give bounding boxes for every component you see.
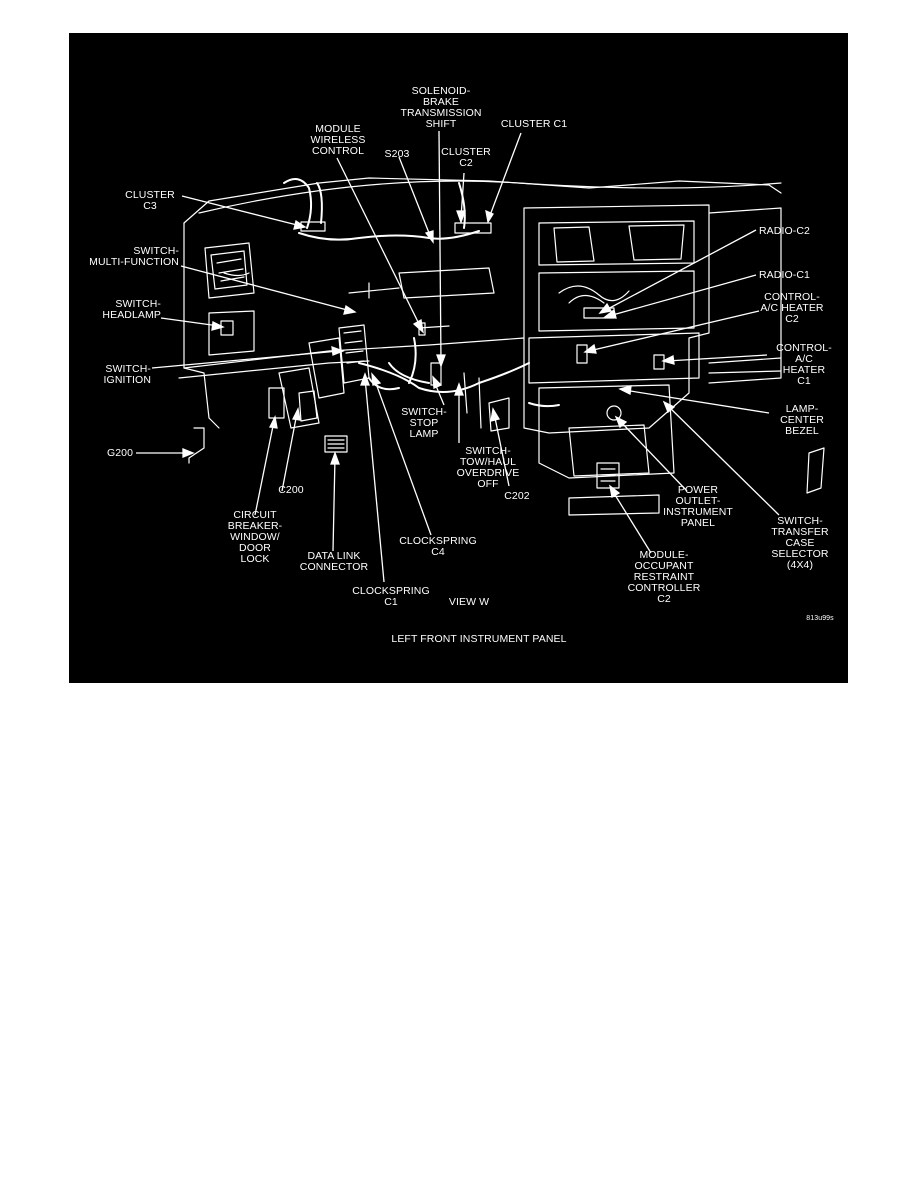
label-lamp-center-bezel: LAMP- CENTER BEZEL (780, 403, 824, 437)
label-c200: C200 (278, 484, 304, 496)
label-s203: S203 (384, 148, 410, 160)
left-vent-inner (210, 250, 248, 290)
center-stack-outline (523, 204, 710, 434)
label-cluster-c1: CLUSTER C1 (500, 118, 568, 130)
wire-harness-upper (298, 230, 480, 241)
label-switch-tow-haul-overdrive-off: SWITCH- TOW/HAUL OVERDRIVE OFF (456, 445, 520, 490)
label-switch-stop-lamp: SWITCH- STOP LAMP (401, 406, 447, 440)
leader-lines (136, 130, 780, 583)
label-g200: G200 (106, 447, 134, 459)
label-cluster-c3: CLUSTER C3 (125, 189, 175, 212)
label-radio-c1: RADIO-C1 (759, 269, 810, 281)
figure-code: 813u99s (806, 615, 834, 622)
instrument-panel-drawing (136, 130, 825, 583)
dash-upper-edge (198, 180, 782, 214)
label-solenoid-brake-transmission-shift: SOLENOID- BRAKE TRANSMISSION SHIFT (400, 85, 482, 130)
g200-bracket (188, 427, 205, 464)
label-switch-multi-function: SWITCH- MULTI-FUNCTION (89, 245, 179, 268)
label-switch-transfer-case-selector: SWITCH- TRANSFER CASE SELECTOR (4X4) (771, 515, 829, 571)
transfer-case-switch-shape (806, 447, 825, 494)
headlamp-switch-bezel (208, 310, 255, 356)
label-switch-ignition: SWITCH- IGNITION (103, 363, 151, 386)
left-end-panel (183, 222, 220, 429)
radio-lower (538, 270, 695, 332)
label-circuit-breaker-window-door-lock: CIRCUIT BREAKER- WINDOW/ DOOR LOCK (227, 509, 283, 565)
label-clockspring-c1: CLOCKSPRING C1 (352, 585, 430, 608)
label-control-ac-heater-c2: CONTROL- A/C HEATER C2 (760, 291, 824, 325)
label-module-wireless-control: MODULE WIRELESS CONTROL (310, 123, 366, 157)
label-power-outlet-instrument-panel: POWER OUTLET- INSTRUMENT PANEL (663, 484, 733, 529)
power-outlet-shape (606, 405, 622, 421)
figure-caption: LEFT FRONT INSTRUMENT PANEL (391, 633, 567, 645)
ac-heater-panel (528, 332, 700, 384)
label-c202: C202 (504, 490, 530, 502)
label-data-link-connector: DATA LINK CONNECTOR (299, 550, 369, 573)
label-radio-c2: RADIO-C2 (759, 225, 810, 237)
diagram-figure: SOLENOID- BRAKE TRANSMISSION SHIFT MODUL… (69, 33, 848, 683)
orc-module-shape (596, 462, 620, 489)
data-link-connector-shape (324, 435, 348, 453)
wire-harness-lower (358, 362, 530, 393)
label-module-occupant-restraint-controller-c2: MODULE- OCCUPANT RESTRAINT CONTROLLER C2 (627, 549, 701, 605)
label-clockspring-c4: CLOCKSPRING C4 (399, 535, 477, 558)
lower-dash-bar (183, 337, 525, 369)
console-lower (538, 384, 675, 479)
right-pad (708, 207, 782, 384)
dash-top-outline (183, 177, 782, 224)
label-control-ac-heater-c1: CONTROL- A/C HEATER C1 (776, 342, 832, 387)
label-cluster-c2: CLUSTER C2 (441, 146, 491, 169)
label-switch-headlamp: SWITCH- HEADLAMP (102, 298, 161, 321)
view-label: VIEW W (448, 596, 490, 608)
left-vent (204, 242, 255, 299)
